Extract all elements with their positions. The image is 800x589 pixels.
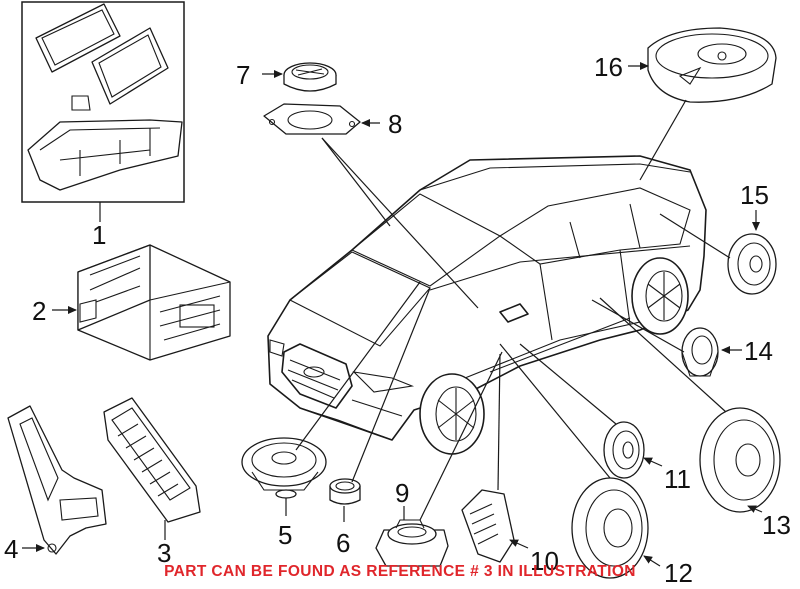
part-4-bracket xyxy=(7,405,107,555)
part-9-center-speaker xyxy=(375,519,449,567)
part-15-speaker xyxy=(727,233,777,295)
callout-5: 5 xyxy=(278,520,292,550)
callout-4: 4 xyxy=(4,534,18,564)
callout-16: 16 xyxy=(594,52,623,82)
vehicle-illustration xyxy=(267,155,707,455)
callout-11: 11 xyxy=(664,464,691,494)
callout-1: 1 xyxy=(92,220,106,250)
callout-8: 8 xyxy=(388,109,402,139)
part-10-module xyxy=(461,489,515,563)
part-6-tweeter xyxy=(329,478,361,505)
part-16-subwoofer xyxy=(647,27,777,103)
callout-10: 10 xyxy=(530,546,559,576)
callout-7: 7 xyxy=(236,60,250,90)
callout-6: 6 xyxy=(336,528,350,558)
callout-9: 9 xyxy=(395,478,409,508)
callout-2: 2 xyxy=(32,296,46,326)
part-13-speaker xyxy=(699,407,781,513)
leader-lines xyxy=(295,99,731,521)
part-11-speaker xyxy=(603,421,645,479)
part-3-amplifier-module xyxy=(103,397,201,523)
part-7-tweeter xyxy=(283,62,337,92)
part-5-speaker xyxy=(241,437,327,499)
callout-3: 3 xyxy=(157,538,171,568)
reference-note: PART CAN BE FOUND AS REFERENCE # 3 IN IL… xyxy=(164,563,636,580)
part-8-trim-plate xyxy=(263,103,361,135)
callout-15: 15 xyxy=(740,180,769,210)
callout-13: 13 xyxy=(762,510,791,540)
callout-14: 14 xyxy=(744,336,773,366)
part-2-radio-unit xyxy=(77,244,231,361)
callout-12: 12 xyxy=(664,558,693,588)
part-14-speaker xyxy=(681,327,719,377)
part-1-display-unit xyxy=(21,1,185,203)
